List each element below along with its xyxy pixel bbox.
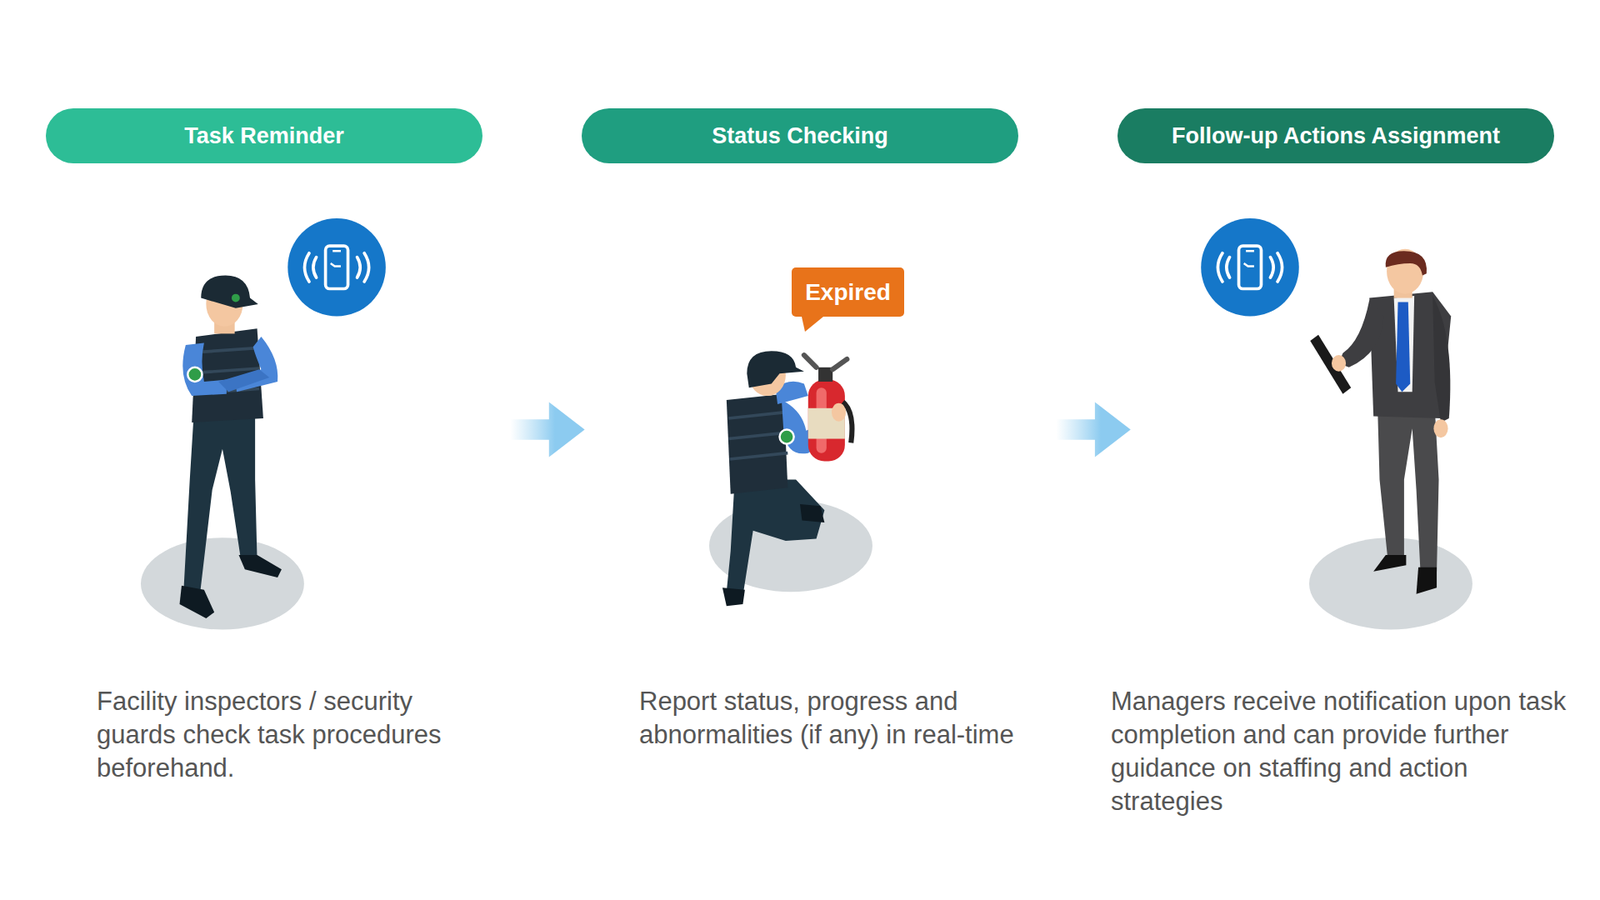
step-header-pill: Status Checking [581, 108, 1019, 164]
phone-icon [1200, 218, 1300, 317]
step-header-pill: Task Reminder [45, 108, 483, 164]
flow-arrow [510, 401, 585, 457]
security-guard-figure [180, 275, 282, 619]
node-text: Expired [805, 279, 891, 306]
node-text: Task Reminder [184, 123, 345, 150]
manager-figure [1310, 249, 1451, 595]
node-text: Status Checking [711, 123, 889, 150]
step-description: Facility inspectors / security guards ch… [96, 685, 472, 785]
callout-tail [801, 316, 824, 332]
flow-arrow [1055, 401, 1130, 457]
node-text: Follow-up Actions Assignment [1171, 123, 1500, 150]
status-callout: Expired [791, 267, 905, 317]
phone-icon [287, 218, 386, 317]
step-description: Report status, progress and abnormalitie… [639, 685, 1015, 752]
kneeling-guard-figure [722, 350, 853, 606]
step-description: Managers receive notification upon task … [1110, 685, 1578, 819]
step-header-pill: Follow-up Actions Assignment [1117, 108, 1555, 164]
ground-shadow [140, 537, 305, 630]
